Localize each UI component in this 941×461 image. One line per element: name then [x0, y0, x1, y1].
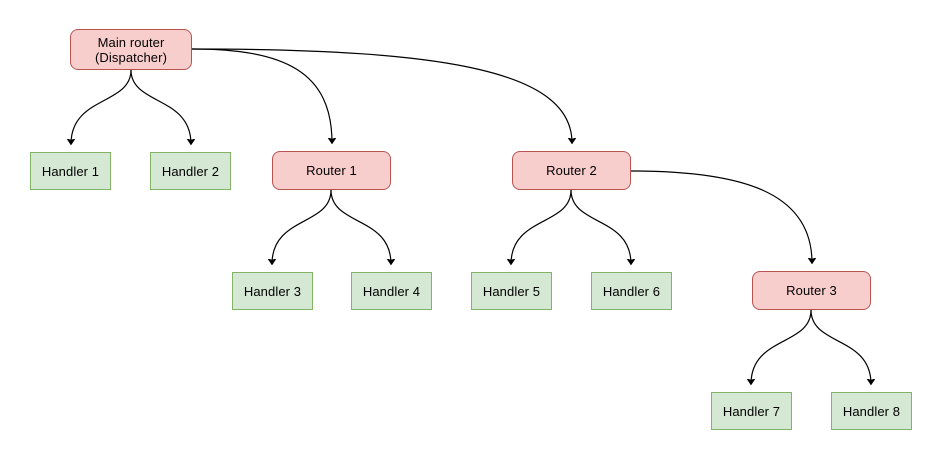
node-handler-2[interactable]: Handler 2 — [150, 152, 231, 190]
node-router-2[interactable]: Router 2 — [512, 151, 631, 190]
edge-main-router-to-router-1 — [191, 48, 332, 143]
edge-group — [71, 48, 871, 384]
edge-router-2-to-handler-6 — [570, 189, 631, 264]
node-label-handler-4: Handler 4 — [362, 283, 421, 299]
node-label-router-1: Router 1 — [306, 163, 357, 178]
node-main-router[interactable]: Main router (Dispatcher) — [70, 29, 192, 70]
edge-main-router-to-handler-2 — [130, 69, 191, 144]
edge-router-1-to-handler-3 — [272, 189, 332, 264]
node-label-handler-6: Handler 6 — [602, 283, 661, 299]
node-handler-5[interactable]: Handler 5 — [471, 272, 552, 310]
node-label-handler-5: Handler 5 — [482, 283, 541, 299]
edge-router-3-to-handler-8 — [810, 309, 871, 384]
edge-main-router-to-handler-1 — [71, 69, 132, 144]
node-router-3[interactable]: Router 3 — [752, 271, 871, 310]
node-label-handler-1: Handler 1 — [41, 163, 100, 179]
node-handler-8[interactable]: Handler 8 — [831, 392, 912, 430]
edge-router-1-to-handler-4 — [330, 189, 391, 264]
node-label-router-3: Router 3 — [786, 283, 837, 298]
edge-router-2-to-router-3 — [630, 170, 812, 263]
edge-main-router-to-router-2 — [191, 48, 572, 143]
node-label-handler-8: Handler 8 — [842, 403, 901, 419]
node-handler-7[interactable]: Handler 7 — [711, 392, 792, 430]
node-handler-3[interactable]: Handler 3 — [232, 272, 313, 310]
node-handler-6[interactable]: Handler 6 — [591, 272, 672, 310]
node-router-1[interactable]: Router 1 — [272, 151, 391, 190]
edge-router-2-to-handler-5 — [511, 189, 572, 264]
node-label-handler-7: Handler 7 — [722, 403, 781, 419]
node-label-handler-3: Handler 3 — [243, 283, 302, 299]
edge-router-3-to-handler-7 — [751, 309, 812, 384]
node-label-main-router: Main router (Dispatcher) — [95, 34, 167, 65]
node-label-handler-2: Handler 2 — [161, 163, 220, 179]
node-label-router-2: Router 2 — [546, 163, 597, 178]
node-handler-4[interactable]: Handler 4 — [351, 272, 432, 310]
node-handler-1[interactable]: Handler 1 — [30, 152, 111, 190]
